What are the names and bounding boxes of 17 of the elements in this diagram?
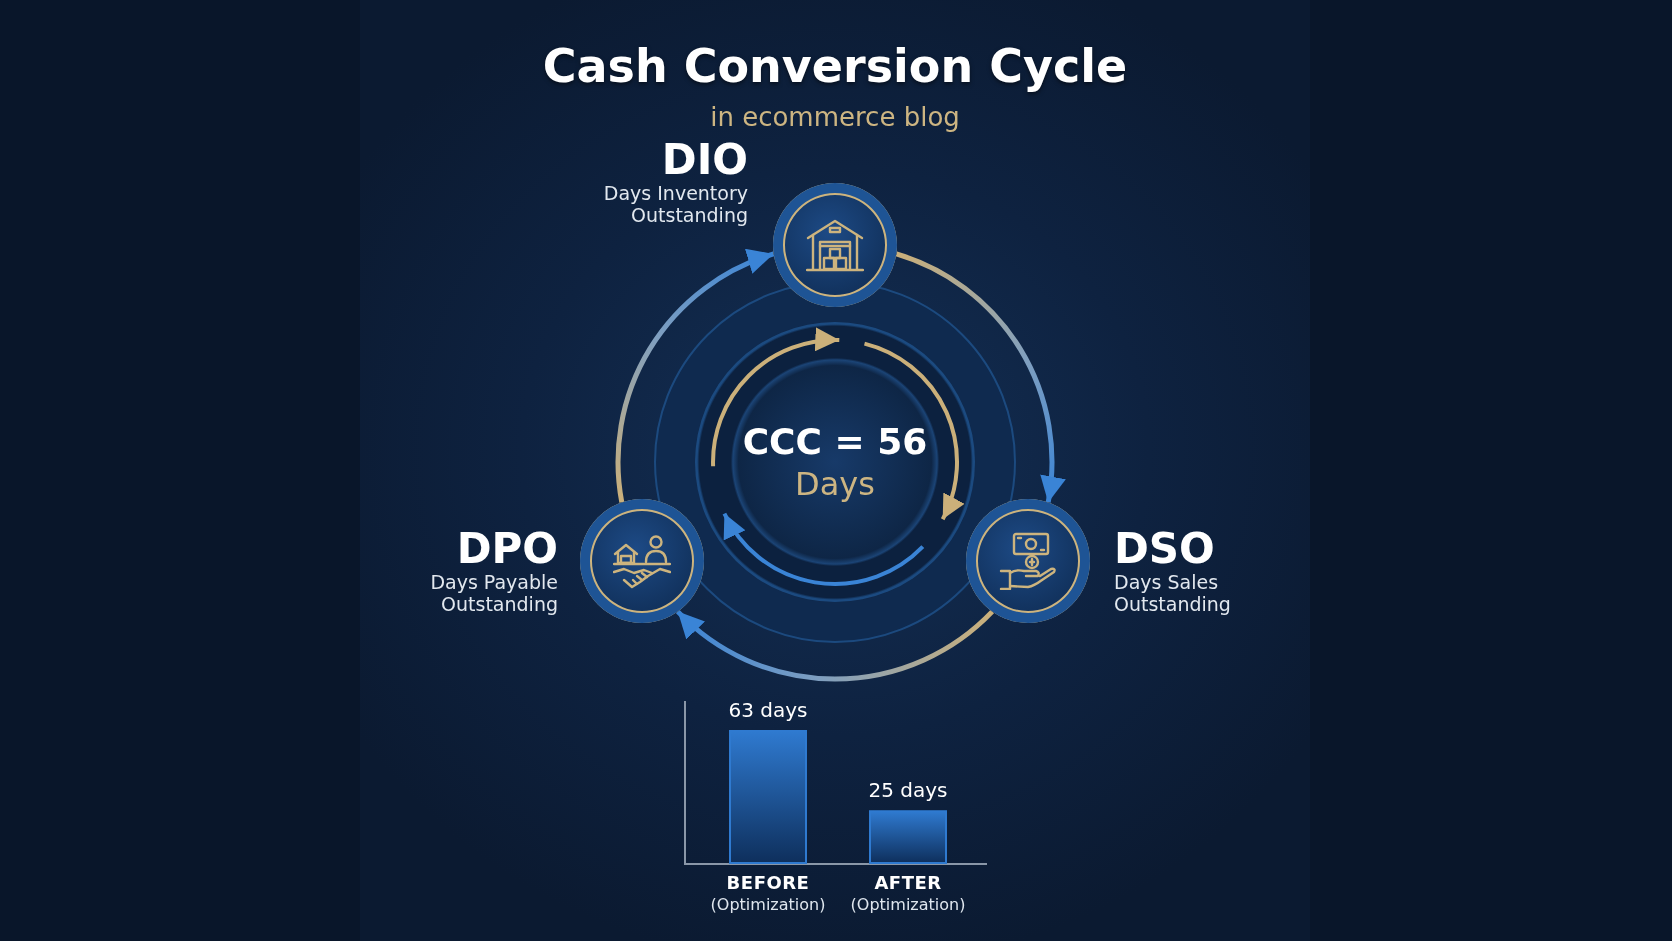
stage-name: Days Inventory Outstanding bbox=[602, 182, 748, 226]
cycle-arrow bbox=[895, 251, 1065, 503]
subtitle: in ecommerce blog bbox=[709, 101, 961, 134]
value-label: 25 days bbox=[868, 778, 948, 803]
cycle-total: CCC = 56 bbox=[742, 420, 928, 464]
title: Cash Conversion Cycle bbox=[541, 38, 1129, 94]
category-label: AFTER (Optimization) bbox=[849, 872, 967, 915]
stage-name: Days Payable Outstanding bbox=[429, 571, 558, 615]
stage-abbreviation: DIO bbox=[661, 138, 748, 182]
stage-abbreviation: DSO bbox=[1114, 527, 1215, 571]
cycle-unit: Days bbox=[795, 464, 875, 504]
cycle-arrow bbox=[676, 609, 994, 682]
cycle-arrow bbox=[615, 250, 775, 503]
stage-name: Days Sales Outstanding bbox=[1114, 571, 1232, 615]
value-label: 63 days bbox=[728, 698, 808, 722]
category-label: BEFORE (Optimization) bbox=[709, 872, 827, 915]
stage-abbreviation: DPO bbox=[456, 527, 558, 571]
